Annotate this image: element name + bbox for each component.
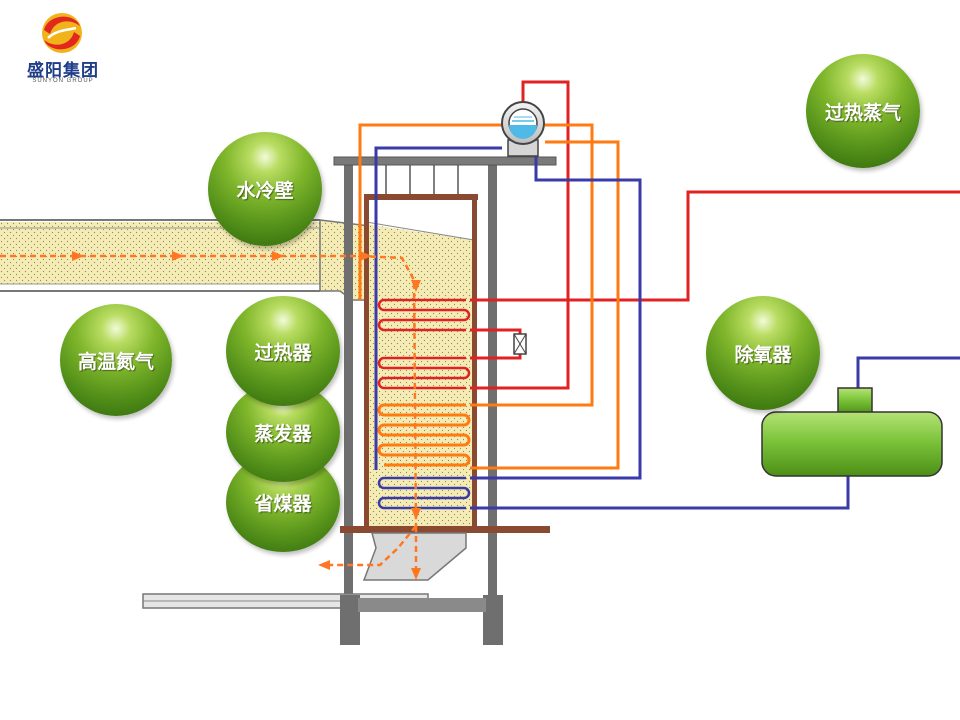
- deaerator-bubble: 除氧器: [706, 296, 820, 410]
- logo-swirl-icon: [42, 13, 82, 53]
- evaporator-label: 蒸发器: [254, 422, 312, 445]
- deaerator-tank-icon: [761, 387, 943, 477]
- flue-gas-bubble: 高温氮气: [60, 304, 172, 416]
- superheater-bubble: 过热器: [226, 296, 340, 406]
- water-pipes: [374, 146, 960, 510]
- economizer-label: 省煤器: [254, 492, 312, 515]
- valve-icon: [513, 333, 527, 355]
- water-wall-label: 水冷壁: [236, 179, 294, 202]
- superheater-label: 过热器: [254, 341, 312, 364]
- steam-drum-icon: [501, 101, 545, 157]
- logo-name-cn: 盛阳集团: [27, 61, 99, 81]
- flue-gas-label: 高温氮气: [77, 350, 154, 373]
- evaporator-coil: [377, 403, 471, 467]
- economizer-coil: [377, 476, 471, 510]
- logo-name-en: SUNYON GROUP: [32, 78, 94, 84]
- water-wall-bubble: 水冷壁: [208, 132, 322, 246]
- superheated-steam-bubble: 过热蒸气: [806, 54, 920, 168]
- feedwater-pipes: [358, 123, 620, 470]
- deaerator-label: 除氧器: [734, 343, 792, 366]
- superheater-coil: [377, 298, 471, 390]
- flue-gas-duct: [0, 219, 371, 301]
- gas-arrowheads: [72, 251, 421, 580]
- superheated-steam-label: 过热蒸气: [824, 101, 901, 124]
